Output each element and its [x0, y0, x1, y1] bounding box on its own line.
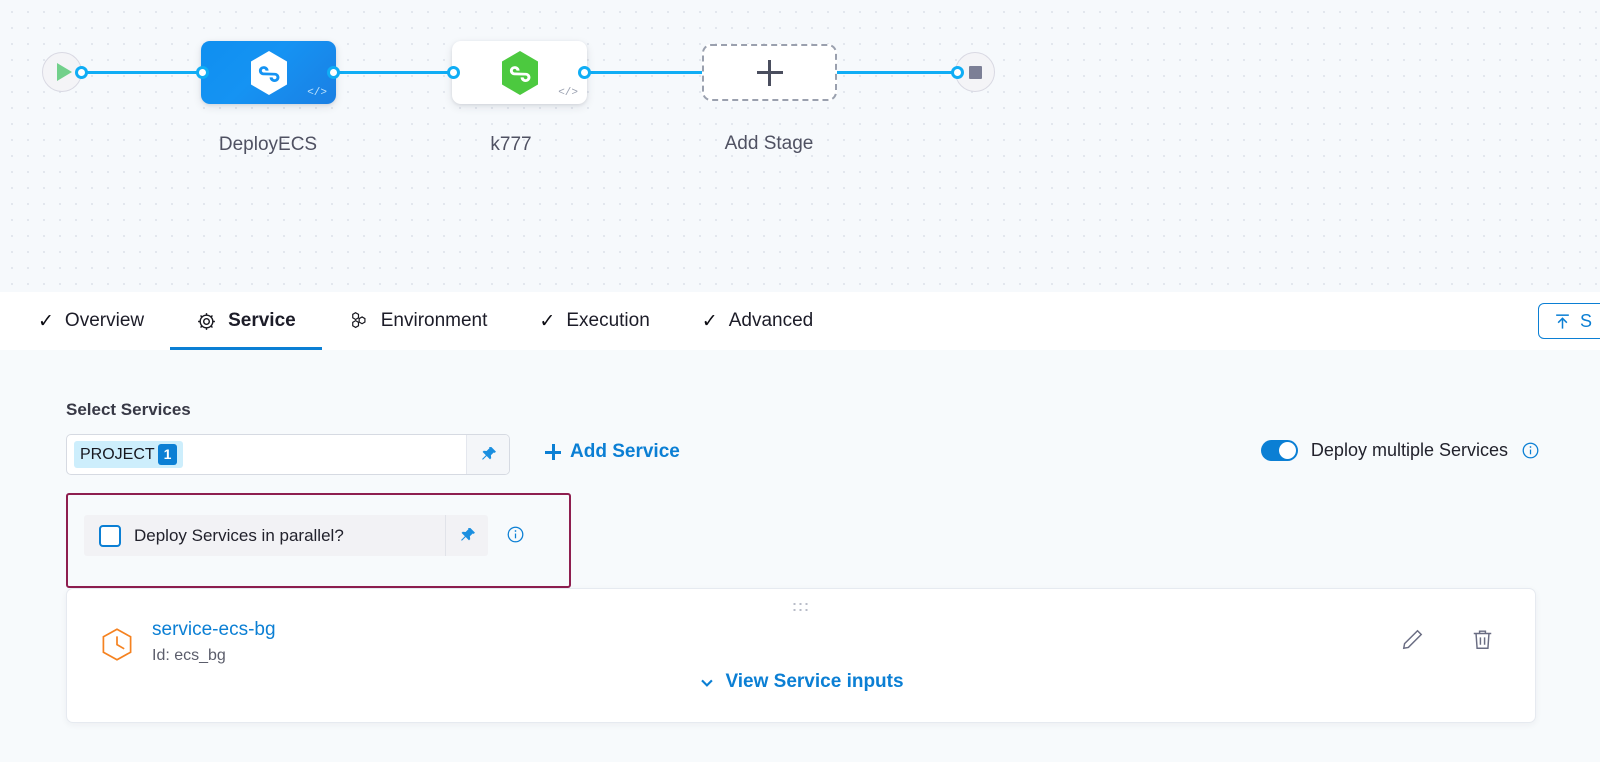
- select-services-label: Select Services: [66, 400, 191, 419]
- service-name-link[interactable]: service-ecs-bg: [152, 619, 276, 640]
- drag-dots-icon[interactable]: [791, 601, 811, 612]
- port-k777-out[interactable]: [578, 66, 591, 79]
- plus-icon: [545, 444, 561, 460]
- edge-k777-to-addstage: [580, 71, 710, 74]
- check-icon: ✓: [539, 310, 556, 332]
- save-button-label: S: [1580, 310, 1593, 331]
- view-service-inputs-button[interactable]: View Service inputs: [698, 671, 904, 693]
- services-multiselect[interactable]: PROJECT 1: [66, 434, 510, 475]
- tab-overview[interactable]: ✓ Overview: [0, 292, 170, 350]
- edge-start-to-deployecs: [80, 71, 210, 74]
- tab-advanced[interactable]: ✓ Advanced: [676, 292, 839, 350]
- stage-label-deployecs: DeployECS: [218, 134, 318, 155]
- info-icon[interactable]: [1521, 441, 1540, 460]
- port-start-out[interactable]: [75, 66, 88, 79]
- service-card[interactable]: service-ecs-bg Id: ecs_bg View Service i…: [66, 588, 1536, 723]
- deploy-multiple-services-row[interactable]: Deploy multiple Services: [1260, 440, 1540, 461]
- stage-node-deployecs[interactable]: </>: [201, 41, 336, 104]
- view-service-inputs-label: View Service inputs: [725, 671, 904, 692]
- service-scope-chip[interactable]: PROJECT 1: [74, 441, 184, 468]
- tab-environment-label: Environment: [380, 310, 488, 331]
- tab-service[interactable]: Service: [170, 292, 322, 351]
- check-icon: ✓: [701, 310, 718, 332]
- deploy-parallel-field[interactable]: Deploy Services in parallel?: [84, 515, 488, 556]
- code-view-icon[interactable]: </>: [558, 87, 578, 99]
- add-stage-button[interactable]: [702, 44, 837, 101]
- service-id-label: Id: ecs_bg: [152, 647, 226, 664]
- port-k777-in[interactable]: [447, 66, 460, 79]
- tab-execution-label: Execution: [566, 310, 650, 331]
- gear-icon: [198, 312, 216, 330]
- services-multiselect-pin-button[interactable]: [466, 435, 509, 474]
- add-service-label: Add Service: [570, 441, 680, 462]
- deploy-parallel-checkbox[interactable]: [99, 524, 121, 547]
- deploy-multiple-services-label: Deploy multiple Services: [1310, 440, 1508, 460]
- port-end-in[interactable]: [951, 66, 964, 79]
- service-scope-chip-label: PROJECT: [80, 445, 155, 463]
- info-icon[interactable]: [506, 525, 525, 544]
- service-hex-icon: [102, 628, 132, 661]
- deploy-parallel-highlight: Deploy Services in parallel?: [66, 493, 571, 588]
- stage-tab-bar: ✓ Overview Service Environment ✓ Executi…: [0, 292, 1600, 351]
- harness-hex-icon-green: [501, 50, 538, 95]
- add-service-button[interactable]: Add Service: [545, 441, 680, 463]
- pencil-icon[interactable]: [1400, 627, 1425, 652]
- tab-advanced-label: Advanced: [728, 310, 814, 331]
- edge-deployecs-to-k777: [330, 71, 460, 74]
- save-button[interactable]: S: [1538, 303, 1600, 339]
- tab-execution[interactable]: ✓ Execution: [513, 292, 675, 350]
- stage-node-k777[interactable]: </>: [452, 41, 587, 104]
- play-icon: [56, 63, 72, 81]
- pin-icon: [460, 528, 475, 541]
- hex-cluster-icon: [351, 312, 366, 329]
- pipeline-canvas[interactable]: </> DeployECS </> k777 Add Stage: [0, 0, 1600, 293]
- tab-service-label: Service: [228, 310, 296, 331]
- plus-icon: [756, 59, 783, 86]
- code-view-icon[interactable]: </>: [307, 87, 327, 99]
- add-stage-label: Add Stage: [724, 133, 814, 154]
- upload-arrow-icon: [1556, 313, 1569, 329]
- deploy-multiple-services-toggle[interactable]: [1260, 440, 1298, 461]
- pin-icon: [481, 447, 496, 460]
- service-card-actions: [1400, 627, 1495, 652]
- deploy-parallel-pin-button[interactable]: [445, 515, 488, 556]
- stage-label-k777: k777: [490, 134, 532, 155]
- tab-environment[interactable]: Environment: [322, 292, 514, 350]
- port-deployecs-out[interactable]: [327, 66, 340, 79]
- service-scope-chip-count: 1: [157, 444, 178, 465]
- harness-hex-icon: [250, 50, 287, 95]
- check-icon: ✓: [38, 310, 54, 332]
- deploy-parallel-label: Deploy Services in parallel?: [134, 525, 344, 545]
- chevron-down-icon: [701, 679, 713, 687]
- tab-overview-label: Overview: [64, 310, 145, 331]
- trash-icon[interactable]: [1470, 627, 1495, 652]
- stop-icon: [968, 65, 982, 79]
- toggle-knob: [1278, 442, 1296, 459]
- edge-addstage-to-end: [828, 71, 968, 74]
- port-deployecs-in[interactable]: [196, 66, 209, 79]
